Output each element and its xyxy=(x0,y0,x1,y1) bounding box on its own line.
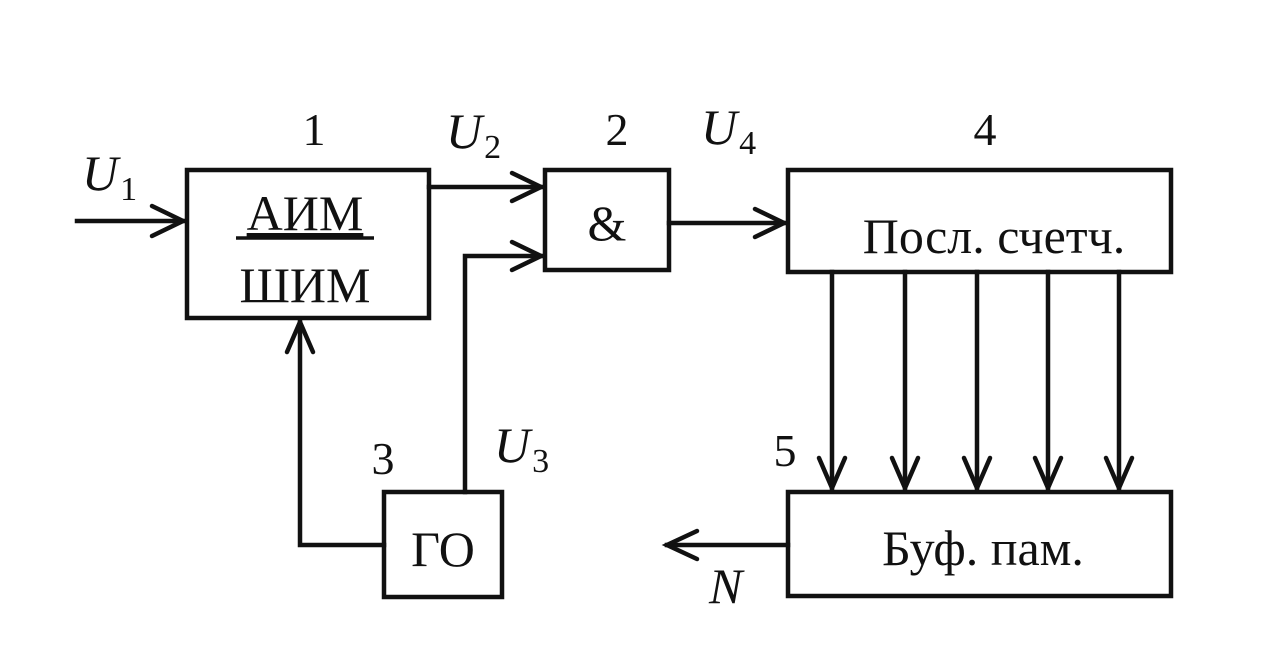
signal-u3-label: U3 xyxy=(494,417,549,480)
wire-u3 xyxy=(462,239,547,495)
block-2-label: & xyxy=(588,195,627,251)
wire-n-output xyxy=(661,528,791,562)
block-1-modulator: АИМ ШИМ xyxy=(184,167,432,321)
block-1-label-top: АИМ xyxy=(247,185,364,241)
block-4-number: 4 xyxy=(974,104,997,155)
block-4-label: Посл. счетч. xyxy=(863,208,1126,264)
block-5-buffer: Буф. пам. xyxy=(785,489,1174,599)
block-2-frame xyxy=(542,167,672,273)
block-2-and-gate: & xyxy=(542,167,672,273)
block-5-label: Буф. пам. xyxy=(882,520,1084,576)
block-1-frame xyxy=(184,167,432,321)
block-3-label: ГО xyxy=(411,521,475,577)
block-3-number: 3 xyxy=(372,433,395,484)
block-2-number: 2 xyxy=(606,104,629,155)
block-1-number: 1 xyxy=(303,104,326,155)
wire-u1-input xyxy=(74,203,189,239)
signal-u1-label: U1 xyxy=(82,145,137,208)
block-1-label-bottom: ШИМ xyxy=(239,257,370,313)
block-4-counter: Посл. счетч. xyxy=(785,167,1174,275)
wire-go-to-modulator xyxy=(284,316,387,548)
signal-n-label: N xyxy=(708,558,745,614)
wire-counter-to-buffer-bus xyxy=(816,269,1135,494)
block-4-frame xyxy=(785,167,1174,275)
wire-u4 xyxy=(666,206,790,240)
signal-u2-label: U2 xyxy=(446,103,501,166)
signal-u4-label: U4 xyxy=(701,99,756,162)
block-3-generator: ГО xyxy=(381,489,505,600)
block-5-number: 5 xyxy=(774,425,797,476)
wire-u2 xyxy=(426,170,547,204)
